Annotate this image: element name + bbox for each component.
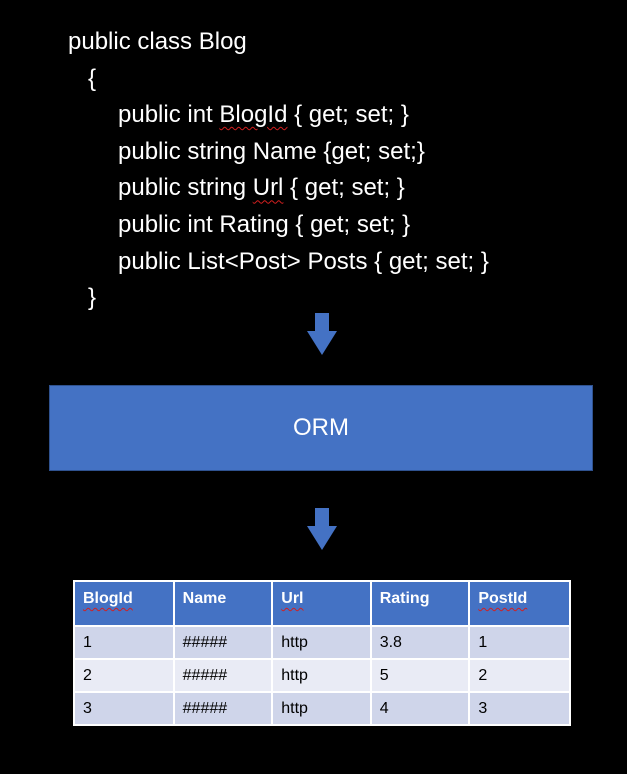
- code-fragment: public string: [118, 174, 253, 202]
- table-cell: #####: [172, 691, 274, 726]
- column-header-name: Name: [172, 580, 274, 627]
- table-cell: 3.8: [369, 625, 471, 660]
- spellcheck-word: Url: [252, 174, 284, 202]
- table-cell: #####: [172, 625, 274, 660]
- table-row: 1 ##### http 3.8 1: [73, 625, 571, 660]
- table-cell: 2: [468, 658, 571, 693]
- column-header-url: Url: [271, 580, 372, 627]
- column-header-postid: PostId: [468, 580, 571, 627]
- code-line-rating-property: public int Rating { get; set; }: [118, 210, 411, 238]
- code-line-blogid-property: public int BlogId { get; set; }: [68, 97, 608, 134]
- column-header-blogid: BlogId: [73, 580, 175, 627]
- code-line-posts-property: public List<Post> Posts { get; set; }: [118, 247, 489, 275]
- table-cell: http: [271, 658, 372, 693]
- column-header-rating: Rating: [369, 580, 471, 627]
- code-line-close-brace: }: [88, 284, 97, 312]
- table-cell: 3: [468, 691, 571, 726]
- table-row: 2 ##### http 5 2: [73, 658, 571, 693]
- code-line-class-declaration: public class Blog: [68, 28, 247, 55]
- table-cell: http: [271, 691, 372, 726]
- table-cell: http: [271, 625, 372, 660]
- table-cell: 3: [73, 691, 175, 726]
- orm-box: ORM: [49, 385, 593, 471]
- header-label: BlogId: [83, 590, 133, 607]
- header-label: Url: [281, 590, 304, 607]
- spellcheck-word: BlogId: [219, 101, 288, 129]
- header-label: PostId: [478, 590, 528, 607]
- code-line-open-brace: {: [88, 64, 97, 92]
- table-row: 3 ##### http 4 3: [73, 691, 571, 726]
- arrow-down-icon: [307, 313, 337, 355]
- blog-class-code: public class Blog { public int BlogId { …: [68, 24, 608, 317]
- arrow-down-icon: [307, 508, 337, 550]
- table-cell: 2: [73, 658, 175, 693]
- table-header-row: BlogId Name Url Rating PostId: [73, 580, 571, 627]
- orm-label: ORM: [293, 414, 349, 441]
- table-cell: 4: [369, 691, 471, 726]
- code-line-name-property: public string Name {get; set;}: [118, 137, 425, 165]
- table-cell: 5: [369, 658, 471, 693]
- table-cell: 1: [73, 625, 175, 660]
- database-table: BlogId Name Url Rating PostId 1 ##### ht…: [73, 580, 571, 726]
- code-fragment: public int: [118, 101, 220, 129]
- code-line-url-property: public string Url { get; set; }: [68, 170, 608, 207]
- code-fragment: { get; set; }: [283, 174, 405, 202]
- table-cell: #####: [172, 658, 274, 693]
- table-cell: 1: [468, 625, 571, 660]
- code-fragment: { get; set; }: [287, 101, 409, 129]
